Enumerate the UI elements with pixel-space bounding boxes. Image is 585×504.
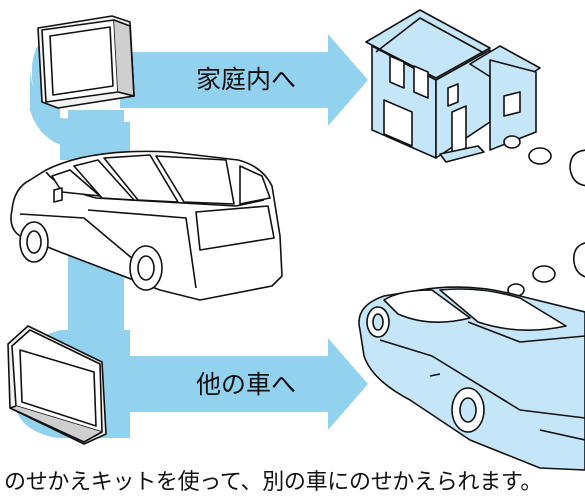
caption: のせかえキットを使って、別の車にのせかえられます。	[4, 470, 543, 495]
thought-bubbles-home	[503, 135, 585, 187]
minivan-icon	[10, 150, 283, 301]
sedan-icon	[358, 286, 585, 471]
label-to-other-car: 他の車へ	[196, 370, 296, 399]
portable-monitor-icon	[7, 325, 107, 445]
thought-bubbles-car	[507, 242, 585, 297]
portable-monitor-icon	[37, 15, 135, 109]
arrow-to-home	[120, 34, 368, 126]
arrow-to-other-car	[120, 338, 368, 430]
house-icon	[365, 9, 541, 163]
label-to-home: 家庭内へ	[196, 65, 296, 94]
